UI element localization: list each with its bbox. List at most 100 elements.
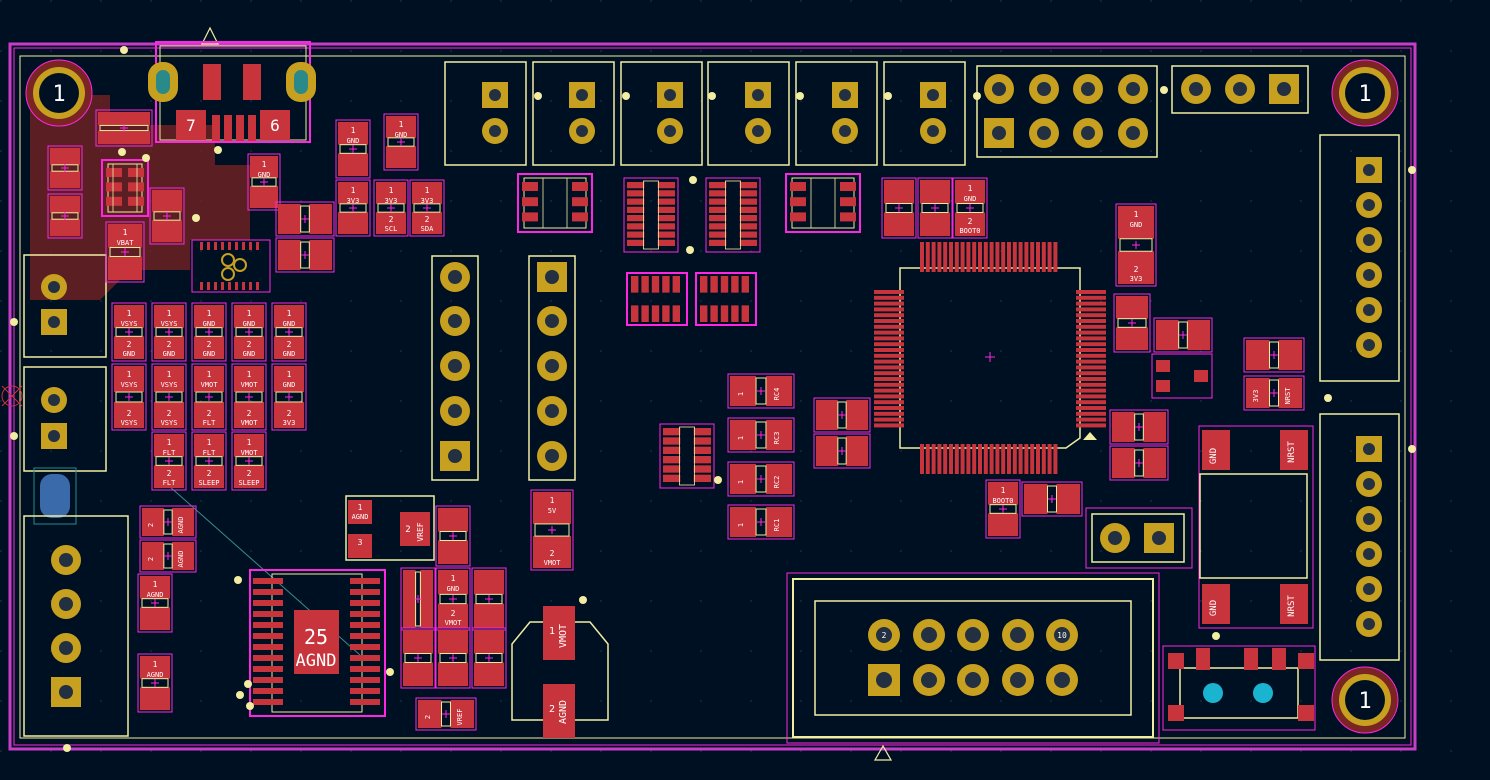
passive-component[interactable] [1109, 445, 1169, 481]
voltage-regulator[interactable]: 1 VMOT 2 AGND [511, 606, 609, 738]
passive-component[interactable] [435, 505, 471, 567]
passive-component[interactable] [435, 627, 471, 689]
passive-component[interactable] [1021, 481, 1083, 517]
passive-component[interactable] [813, 397, 871, 433]
motor-driver-ic[interactable]: 25 AGND [249, 569, 386, 717]
header-1x6[interactable] [1319, 134, 1400, 382]
power-switch[interactable] [1162, 645, 1316, 731]
resistor-array[interactable] [659, 423, 715, 489]
usb-connector[interactable]: 7 6 [148, 41, 316, 143]
passive-component[interactable] [1113, 293, 1151, 353]
passive-component[interactable] [1109, 409, 1169, 445]
passive-component[interactable] [471, 567, 507, 631]
passive-component[interactable] [471, 627, 507, 689]
qfp-pads [874, 242, 1106, 474]
reset-switch[interactable]: GND NRST GND NRST [1198, 425, 1314, 629]
resistor-array[interactable] [626, 272, 688, 326]
sot23-transistor[interactable] [1151, 353, 1213, 399]
passive-component[interactable] [400, 567, 436, 631]
terminal-header[interactable] [620, 61, 703, 166]
passive-component[interactable] [400, 627, 436, 689]
passive-component[interactable] [47, 145, 83, 191]
net-label: 2 [147, 523, 155, 527]
header-1x2[interactable] [1085, 507, 1193, 569]
swd-header[interactable]: 10 2 [786, 572, 1160, 744]
resistor-array[interactable] [623, 177, 679, 253]
terminal-header[interactable] [23, 366, 107, 472]
resistor-array[interactable] [705, 177, 761, 253]
terminal-header[interactable] [444, 61, 527, 166]
passive-component[interactable] [275, 201, 335, 237]
passive-component[interactable] [95, 109, 153, 147]
terminal-header[interactable] [795, 61, 878, 166]
passive-component[interactable] [917, 177, 953, 239]
resistor-array[interactable] [695, 272, 757, 326]
mounting-hole[interactable]: 1 [1331, 59, 1399, 127]
passive-component[interactable] [1153, 317, 1213, 353]
ic-package[interactable] [191, 239, 271, 293]
ic-package[interactable] [101, 159, 149, 217]
mounting-hole[interactable]: 1 [25, 59, 93, 127]
header-1x5[interactable] [431, 255, 479, 481]
header-1x4[interactable] [23, 515, 129, 737]
mcu-qfp[interactable] [874, 242, 1106, 474]
net-label: VSYS [161, 419, 178, 427]
passive-component[interactable] [881, 177, 917, 239]
header-2x4[interactable] [976, 65, 1158, 158]
passive-component[interactable] [275, 237, 335, 273]
header-1x5[interactable] [528, 255, 576, 481]
passive-component[interactable] [149, 187, 185, 245]
passive-component[interactable] [813, 433, 871, 469]
passive-component[interactable] [47, 193, 83, 239]
battery-pad[interactable] [33, 467, 77, 525]
mounting-hole[interactable]: 1 [1331, 666, 1399, 734]
terminal-header[interactable] [883, 61, 966, 166]
ic-package[interactable] [517, 173, 593, 233]
header-1x3[interactable] [1171, 65, 1309, 114]
terminal-header[interactable] [532, 61, 615, 166]
passive-component[interactable] [1243, 337, 1305, 373]
terminal-header[interactable] [23, 254, 107, 358]
terminal-header[interactable] [707, 61, 790, 166]
header-1x6[interactable] [1319, 413, 1400, 661]
ic-package[interactable] [785, 173, 861, 233]
